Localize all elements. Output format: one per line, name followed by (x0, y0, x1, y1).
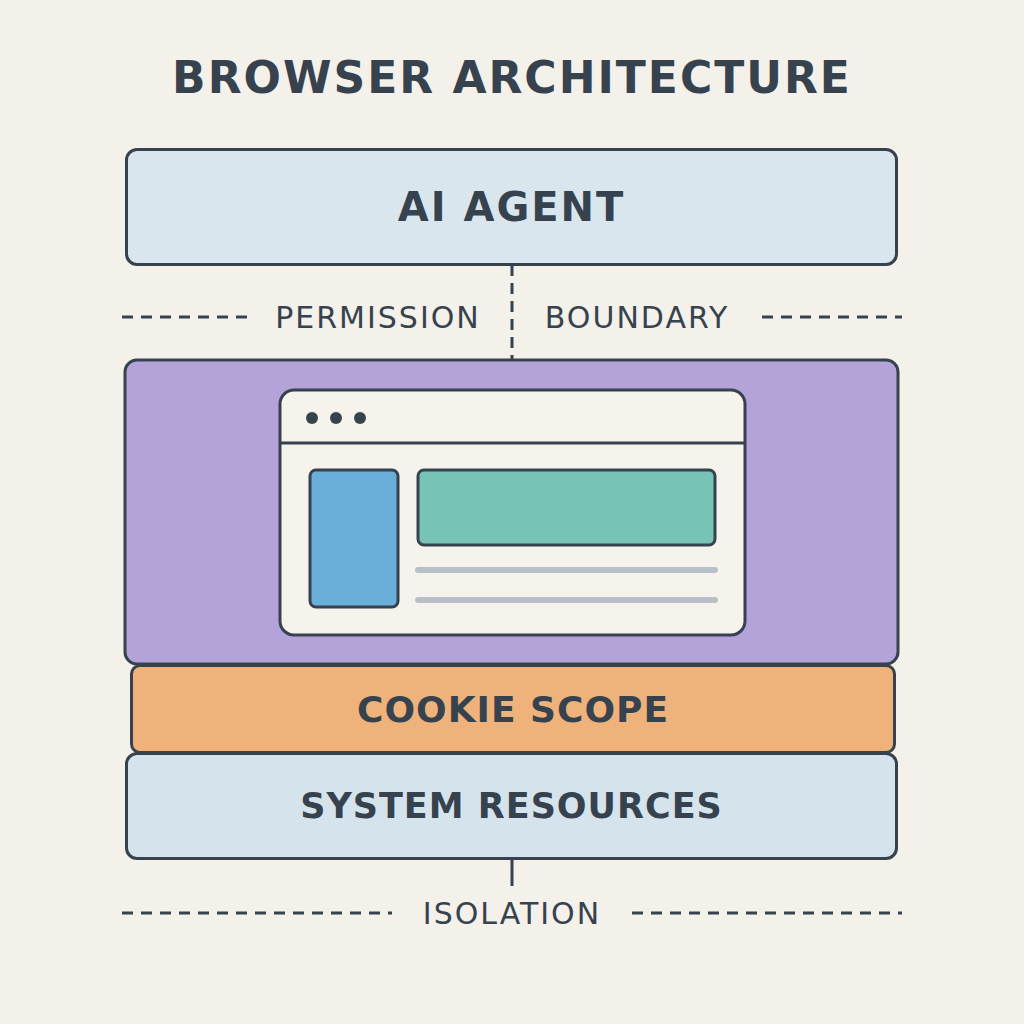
sidebar-block (310, 470, 398, 607)
content-block (418, 470, 715, 545)
boundary-label: ISOLATION (423, 896, 601, 931)
isolation-line (122, 912, 392, 915)
window-dot (354, 412, 366, 424)
browser-toolbar-line (280, 442, 745, 445)
layer-box: SYSTEM RESOURCES (125, 752, 898, 860)
boundary-label: PERMISSION (275, 300, 481, 335)
boundary-line (122, 316, 248, 319)
boundary-divider (511, 265, 514, 360)
layer-label: AI AGENT (398, 184, 626, 230)
boundary-label: BOUNDARY (545, 300, 729, 335)
layer-label: COOKIE SCOPE (357, 689, 669, 730)
layer-box: COOKIE SCOPE (130, 664, 896, 754)
window-dot (330, 412, 342, 424)
layer-label: SYSTEM RESOURCES (300, 786, 723, 826)
window-dot (306, 412, 318, 424)
sandbox-area (125, 360, 898, 664)
layer-box: AI AGENT (125, 148, 898, 266)
isolation-line (632, 912, 902, 915)
text-line (418, 567, 715, 573)
boundary-line (762, 316, 902, 319)
browser-window (280, 390, 745, 635)
diagram-title: BROWSER ARCHITECTURE (0, 52, 1024, 103)
isolation-stem (511, 860, 514, 886)
text-line (418, 597, 715, 603)
